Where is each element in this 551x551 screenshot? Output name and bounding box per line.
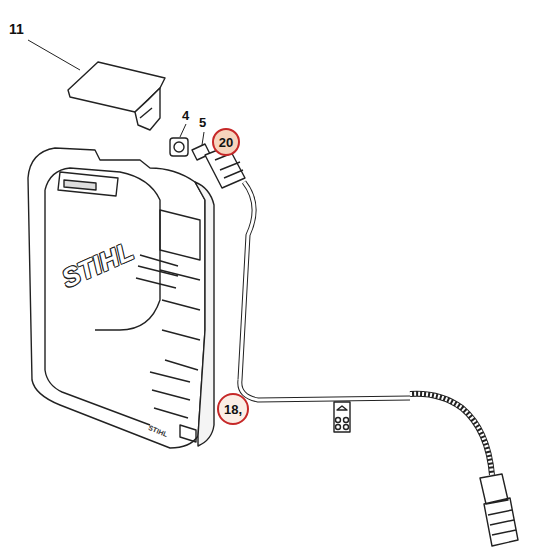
callout-number: 4 xyxy=(182,109,189,122)
callout-circle: 20 xyxy=(212,128,240,156)
coupling-part xyxy=(480,474,518,546)
callout-number: 11 xyxy=(9,22,24,36)
warning-tag xyxy=(334,402,350,432)
hose-part xyxy=(240,182,410,400)
housing-part xyxy=(28,148,205,448)
callout-number: 18, xyxy=(224,402,242,417)
callout-number: 5 xyxy=(199,116,206,129)
callout-number: 20 xyxy=(219,135,233,150)
callout-circle: 18, xyxy=(217,393,249,425)
valve-part xyxy=(170,138,188,156)
